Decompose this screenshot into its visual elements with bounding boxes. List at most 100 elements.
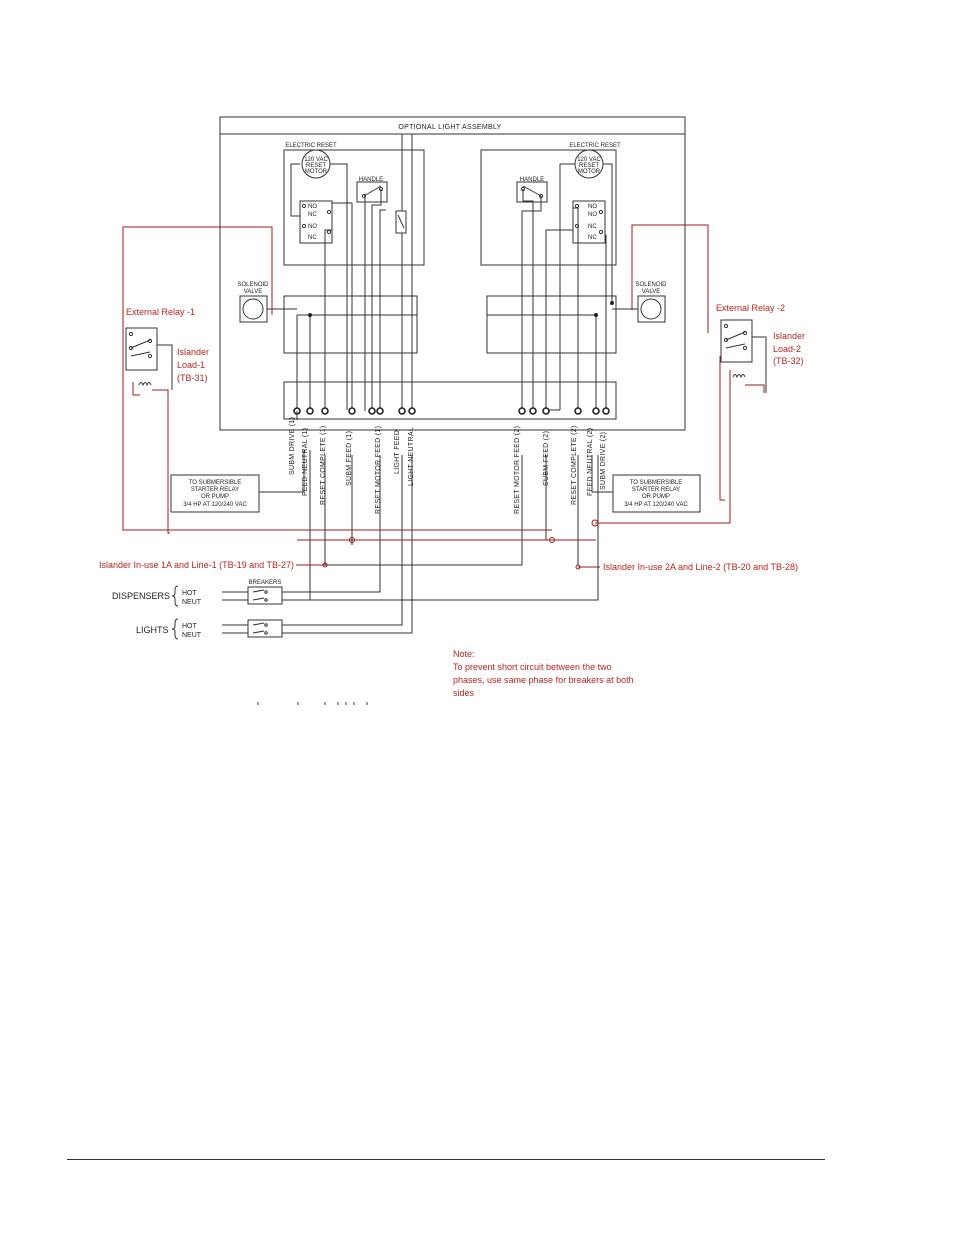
note-title: Note: [453,649,475,659]
relay-label: External Relay -1 [126,307,195,317]
breaker-icon [247,586,283,605]
contact-label: NC [588,235,597,241]
note-line: phases, use same phase for breakers at b… [453,675,634,685]
starter-text: STARTER RELAY [632,487,680,493]
brace-icon [171,585,179,607]
relay-coil-icon [138,382,152,387]
terminal [348,407,356,415]
contact-label: NO [588,204,597,210]
motor-text: MOTOR [305,169,328,175]
terminal [542,407,550,415]
handle-switch-icon [356,181,388,203]
brace-icon [171,618,179,640]
contact-label: NO [588,212,597,218]
main-enclosure: OPTIONAL LIGHT ASSEMBLY [219,116,686,431]
relay-label: External Relay -2 [716,303,785,313]
terminal-label: LIGHT FEED [394,430,401,474]
motor-text: RESET [579,163,599,169]
motor-text: 120 VAC [577,157,601,163]
terminals [293,407,610,415]
starter-text: TO SUBMERSIBLE [189,480,242,486]
motor-text: MOTOR [578,169,601,175]
relay-load-text: Load-1 [177,360,205,370]
terminal-label: SUBM DRIVE (1) [289,417,296,475]
light-switch-icon [395,210,407,234]
solenoid-valve-icon [242,298,264,320]
solenoid-right: SOLENOID VALVE [635,282,667,323]
terminal-label: RESET MOTOR FEED (2) [514,426,521,514]
electric-reset-right: ELECTRIC RESET 120 VAC RESET MOTOR HANDL… [480,143,621,266]
terminal-label: FEED NEUTRAL (1) [302,428,309,496]
relay-load-text: (TB-32) [773,356,804,366]
neut-label: NEUT [182,632,202,639]
breakers-label: BREAKERS [249,580,282,586]
terminal [321,407,329,415]
enclosure-title: OPTIONAL LIGHT ASSEMBLY [398,124,501,131]
relay-wiring [122,224,765,568]
terminal [518,407,526,415]
tick-marks [257,702,368,705]
starter-text: OR PUMP [642,494,670,500]
relay-load-text: Islander [773,331,805,341]
neut-label: NEUT [182,599,202,606]
starter-text: 3/4 HP AT 120/240 VAC [624,502,688,508]
terminal-label: RESET COMPLETE (1) [320,425,327,505]
handle-label: HANDLE [359,177,383,183]
terminal [574,407,582,415]
inuse-label-1: Islander In-use 1A and Line-1 (TB-19 and… [99,560,294,570]
contact-label: NC [308,212,317,218]
starter-text: STARTER RELAY [191,487,239,493]
electric-reset-label: ELECTRIC RESET [285,143,337,149]
relay-coil-icon [732,374,746,379]
footer-rule [67,1159,825,1160]
solenoid-label: VALVE [244,289,262,295]
starter-text: TO SUBMERSIBLE [630,480,683,486]
breakers: BREAKERS DISPENSERS HOT NEUT LIGHTS HOT … [112,580,283,640]
contact-label: NO [308,204,317,210]
motor-text: RESET [306,163,326,169]
group-name: LIGHTS [136,625,169,635]
starter-text: 3/4 HP AT 120/240 VAC [183,502,247,508]
hot-label: HOT [182,623,198,630]
starter-box-left: TO SUBMERSIBLE STARTER RELAY OR PUMP 3/4… [170,474,260,513]
terminal-label: RESET MOTOR FEED (1) [375,426,382,514]
inuse-label-2: Islander In-use 2A and Line-2 (TB-20 and… [603,562,798,572]
electric-reset-label: ELECTRIC RESET [569,143,621,149]
relay-load-text: Load-2 [773,344,801,354]
starter-box-right: TO SUBMERSIBLE STARTER RELAY OR PUMP 3/4… [612,474,701,513]
contact-label: NC [308,235,317,241]
terminal-label: FEED NEUTRAL (2) [587,428,594,496]
solenoid-label: SOLENOID [237,282,269,288]
terminal-labels-right: RESET MOTOR FEED (2) SUBM FEED (2) RESET… [514,425,607,514]
breaker-icon [247,619,283,638]
junction-box-right [486,295,617,354]
relay-load-text: Islander [177,347,209,357]
terminal-label: RESET COMPLETE (2) [571,425,578,505]
external-relay-1: External Relay -1 Islander Load-1 (TB-31… [125,307,209,390]
contact-label: NO [308,224,317,230]
terminal-label: SUBM DRIVE (2) [600,432,607,490]
contact-block-icon [572,200,606,244]
field-wiring [222,411,613,634]
terminal-strip [283,381,617,420]
external-relay-2: External Relay -2 Islander Load-2 (TB-32… [716,303,805,393]
contact-label: NC [588,224,597,230]
terminal [398,407,406,415]
terminal [602,407,610,415]
terminal [529,407,537,415]
relay-load-text: (TB-31) [177,373,208,383]
group-name: DISPENSERS [112,591,170,601]
internal-wiring [267,134,638,411]
solenoid-label: VALVE [642,289,660,295]
note-line: To prevent short circuit between the two [453,662,612,672]
terminal-label: SUBM FEED (1) [346,431,353,486]
electric-reset-left: ELECTRIC RESET 120 VAC RESET MOTOR HANDL… [283,143,425,266]
terminal [408,407,416,415]
junction-box-left [283,295,418,354]
terminal [368,407,376,415]
handle-label: HANDLE [520,177,544,183]
solenoid-left: SOLENOID VALVE [237,282,269,323]
terminal [306,407,314,415]
starter-text: OR PUMP [201,494,229,500]
